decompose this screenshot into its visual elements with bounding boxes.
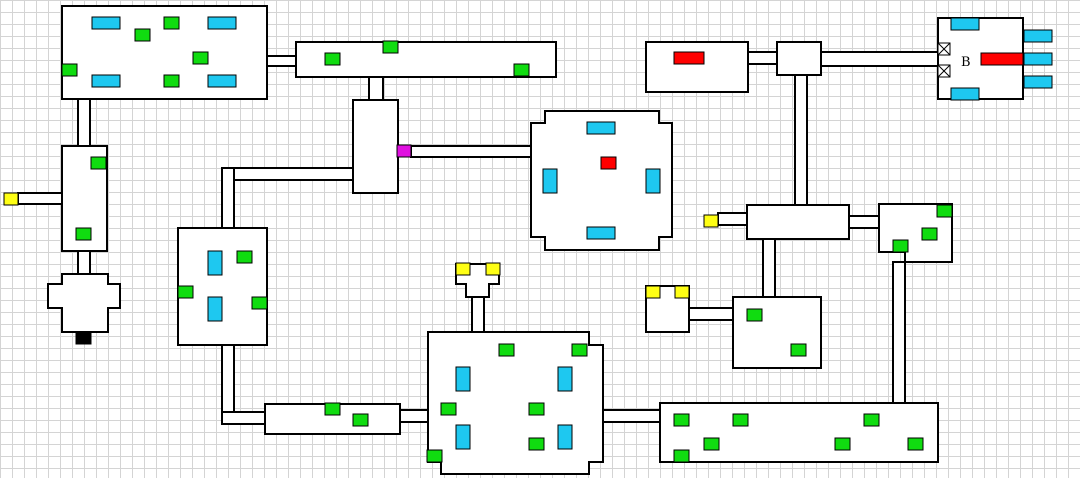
room-right-lower xyxy=(732,296,822,369)
green-marker[interactable] xyxy=(324,402,341,416)
green-marker[interactable] xyxy=(834,437,851,451)
corridor xyxy=(397,409,429,423)
green-marker[interactable] xyxy=(324,52,341,66)
green-marker[interactable] xyxy=(513,63,530,77)
corridor xyxy=(221,411,268,425)
green-marker[interactable] xyxy=(907,437,924,451)
blue-marker[interactable] xyxy=(557,366,573,392)
room-bottom-right-long xyxy=(659,402,939,463)
red-marker[interactable] xyxy=(673,51,705,65)
magenta-marker[interactable] xyxy=(396,144,412,158)
room-right-mid xyxy=(746,204,850,240)
green-marker[interactable] xyxy=(75,227,92,241)
blue-marker[interactable] xyxy=(207,16,237,30)
green-marker[interactable] xyxy=(732,413,749,427)
blue-marker[interactable] xyxy=(542,168,558,194)
blue-marker[interactable] xyxy=(207,296,223,322)
corridor xyxy=(794,73,808,207)
green-marker[interactable] xyxy=(892,239,909,253)
green-marker[interactable] xyxy=(440,402,457,416)
green-marker[interactable] xyxy=(61,63,78,77)
green-marker[interactable] xyxy=(936,204,953,218)
green-marker[interactable] xyxy=(352,413,369,427)
map-markers xyxy=(3,16,1053,463)
yellow-marker[interactable] xyxy=(703,214,719,228)
corridor xyxy=(221,344,235,421)
corridor xyxy=(762,237,776,299)
red-marker[interactable] xyxy=(980,52,1024,66)
room-octagon xyxy=(530,110,673,251)
corridor xyxy=(892,261,906,405)
green-marker[interactable] xyxy=(251,296,268,310)
green-marker[interactable] xyxy=(382,40,399,54)
blue-marker[interactable] xyxy=(455,424,471,450)
blue-marker[interactable] xyxy=(1023,52,1053,66)
corridor xyxy=(600,409,662,423)
green-marker[interactable] xyxy=(571,343,588,357)
yellow-marker[interactable] xyxy=(674,285,690,299)
green-marker[interactable] xyxy=(192,51,209,65)
black-marker[interactable] xyxy=(75,331,92,345)
corridor xyxy=(819,51,939,67)
boss-doors xyxy=(937,42,951,78)
blue-marker[interactable] xyxy=(91,16,121,30)
green-marker[interactable] xyxy=(426,449,443,463)
blue-marker[interactable] xyxy=(586,226,616,240)
locked-door[interactable] xyxy=(937,42,951,56)
corridor xyxy=(221,167,355,181)
corridor xyxy=(687,307,735,321)
blue-marker[interactable] xyxy=(586,121,616,135)
room-top-red xyxy=(645,41,749,93)
corridor xyxy=(77,97,91,149)
corridor xyxy=(77,249,91,276)
corridor xyxy=(847,215,881,229)
corridor xyxy=(745,51,779,65)
green-marker[interactable] xyxy=(90,156,107,170)
yellow-marker[interactable] xyxy=(645,285,661,299)
corridor xyxy=(717,212,749,226)
room-entrance xyxy=(47,273,121,333)
blue-marker[interactable] xyxy=(557,424,573,450)
blue-marker[interactable] xyxy=(207,74,237,88)
blue-marker[interactable] xyxy=(950,17,980,31)
green-marker[interactable] xyxy=(528,402,545,416)
blue-marker[interactable] xyxy=(645,168,661,194)
locked-door[interactable] xyxy=(937,64,951,78)
corridor xyxy=(221,167,235,229)
green-marker[interactable] xyxy=(863,413,880,427)
green-marker[interactable] xyxy=(746,308,763,322)
green-marker[interactable] xyxy=(498,343,515,357)
corridor xyxy=(410,145,532,158)
green-marker[interactable] xyxy=(236,250,253,264)
green-marker[interactable] xyxy=(673,413,690,427)
room-junction xyxy=(352,99,399,194)
green-marker[interactable] xyxy=(163,74,180,88)
red-marker[interactable] xyxy=(600,156,617,170)
corridor xyxy=(368,75,384,103)
corridor xyxy=(264,55,298,67)
green-marker[interactable] xyxy=(921,227,938,241)
room-top-junction xyxy=(776,41,822,76)
blue-marker[interactable] xyxy=(207,250,223,276)
blue-marker[interactable] xyxy=(455,366,471,392)
corridor xyxy=(471,295,485,333)
green-marker[interactable] xyxy=(163,16,180,30)
blue-marker[interactable] xyxy=(1023,75,1053,89)
yellow-marker[interactable] xyxy=(3,192,19,206)
green-marker[interactable] xyxy=(134,28,151,42)
yellow-marker[interactable] xyxy=(455,262,471,276)
yellow-marker[interactable] xyxy=(485,262,501,276)
green-marker[interactable] xyxy=(703,437,720,451)
corridors xyxy=(17,51,939,425)
boss-room-label: B xyxy=(961,55,971,70)
green-marker[interactable] xyxy=(790,343,807,357)
blue-marker[interactable] xyxy=(91,74,121,88)
green-marker[interactable] xyxy=(673,449,690,463)
green-marker[interactable] xyxy=(177,285,194,299)
corridor xyxy=(17,192,64,205)
blue-marker[interactable] xyxy=(1023,29,1053,43)
green-marker[interactable] xyxy=(528,437,545,451)
blue-marker[interactable] xyxy=(950,87,980,101)
